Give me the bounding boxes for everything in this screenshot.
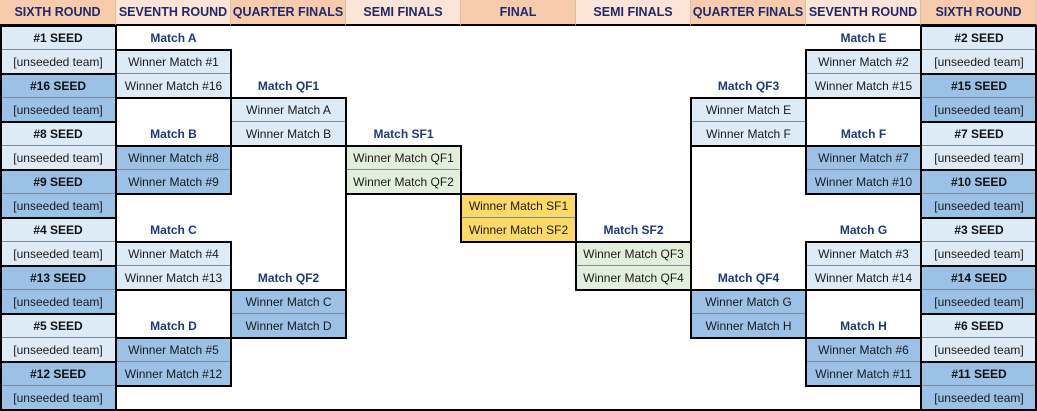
seed-slot[interactable]: #4 SEED: [0, 218, 116, 242]
match-label: Match QF1: [257, 79, 320, 93]
winner-slot[interactable]: Winner Match A: [231, 98, 346, 122]
unseeded-team-slot[interactable]: [unseeded team]: [921, 242, 1037, 266]
unseeded-team-slot[interactable]: [unseeded team]: [0, 98, 116, 122]
seed-slot[interactable]: #13 SEED: [0, 266, 116, 290]
match-label: Match QF2: [257, 271, 320, 285]
seed-slot[interactable]: #11 SEED: [921, 362, 1037, 386]
winner-slot[interactable]: Winner Match H: [691, 314, 806, 338]
round-header: QUARTER FINALS: [691, 0, 806, 26]
winner-slot[interactable]: Winner Match #13: [116, 266, 231, 290]
unseeded-team-slot[interactable]: [unseeded team]: [921, 98, 1037, 122]
seed-slot[interactable]: #5 SEED: [0, 314, 116, 338]
winner-slot[interactable]: Winner Match #2: [806, 50, 921, 74]
winner-slot[interactable]: Winner Match C: [231, 290, 346, 314]
match-label: Match SF1: [373, 127, 434, 141]
unseeded-team-slot[interactable]: [unseeded team]: [0, 386, 116, 410]
bracket-connector: [230, 290, 232, 338]
winner-slot[interactable]: Winner Match QF3: [576, 242, 691, 266]
winner-slot[interactable]: Winner Match #1: [116, 50, 231, 74]
bracket-connector: [805, 290, 807, 338]
seed-slot[interactable]: #9 SEED: [0, 170, 116, 194]
match-label: Match G: [839, 223, 888, 237]
winner-slot[interactable]: Winner Match #8: [116, 146, 231, 170]
winner-slot[interactable]: Winner Match D: [231, 314, 346, 338]
unseeded-team-slot[interactable]: [unseeded team]: [0, 194, 116, 218]
seed-slot[interactable]: #12 SEED: [0, 362, 116, 386]
winner-slot[interactable]: Winner Match #9: [116, 170, 231, 194]
winner-slot[interactable]: Winner Match #10: [806, 170, 921, 194]
winner-slot[interactable]: Winner Match #15: [806, 74, 921, 98]
unseeded-team-slot[interactable]: [unseeded team]: [0, 290, 116, 314]
round-header: SEMI FINALS: [346, 0, 461, 26]
winner-slot[interactable]: Winner Match #4: [116, 242, 231, 266]
match-label: Match QF3: [717, 79, 780, 93]
match-label: Match H: [840, 319, 887, 333]
match-label: Match C: [150, 223, 197, 237]
bracket-connector: [345, 146, 347, 290]
match-label: Match D: [150, 319, 197, 333]
match-label: Match SF2: [603, 223, 664, 237]
winner-slot[interactable]: Winner Match B: [231, 122, 346, 146]
unseeded-team-slot[interactable]: [unseeded team]: [921, 290, 1037, 314]
seed-slot[interactable]: #10 SEED: [921, 170, 1037, 194]
seed-slot[interactable]: #6 SEED: [921, 314, 1037, 338]
winner-slot[interactable]: Winner Match QF4: [576, 266, 691, 290]
winner-slot[interactable]: Winner Match #11: [806, 362, 921, 386]
seed-slot[interactable]: #14 SEED: [921, 266, 1037, 290]
bracket-connector: [1035, 26, 1037, 410]
winner-slot[interactable]: Winner Match #3: [806, 242, 921, 266]
unseeded-team-slot[interactable]: [unseeded team]: [0, 338, 116, 362]
unseeded-team-slot[interactable]: [unseeded team]: [921, 194, 1037, 218]
final-slot[interactable]: Winner Match SF1: [461, 194, 576, 218]
winner-slot[interactable]: Winner Match #14: [806, 266, 921, 290]
match-label: Match B: [150, 127, 197, 141]
winner-slot[interactable]: Winner Match #12: [116, 362, 231, 386]
unseeded-team-slot[interactable]: [unseeded team]: [0, 242, 116, 266]
bracket-connector: [690, 146, 692, 290]
seed-slot[interactable]: #7 SEED: [921, 122, 1037, 146]
round-header: QUARTER FINALS: [231, 0, 346, 26]
match-label: Match E: [840, 31, 887, 45]
unseeded-team-slot[interactable]: [unseeded team]: [921, 386, 1037, 410]
seed-slot[interactable]: #16 SEED: [0, 74, 116, 98]
final-slot[interactable]: Winner Match SF2: [461, 218, 576, 242]
seed-slot[interactable]: #3 SEED: [921, 218, 1037, 242]
match-label: Match QF4: [717, 271, 780, 285]
match-label: Match F: [840, 127, 887, 141]
seed-slot[interactable]: #1 SEED: [0, 26, 116, 50]
winner-slot[interactable]: Winner Match QF2: [346, 170, 461, 194]
unseeded-team-slot[interactable]: [unseeded team]: [0, 50, 116, 74]
seed-slot[interactable]: #8 SEED: [0, 122, 116, 146]
unseeded-team-slot[interactable]: [unseeded team]: [921, 338, 1037, 362]
winner-slot[interactable]: Winner Match E: [691, 98, 806, 122]
winner-slot[interactable]: Winner Match #16: [116, 74, 231, 98]
bracket-connector: [0, 26, 2, 410]
round-header: SIXTH ROUND: [921, 0, 1037, 26]
winner-slot[interactable]: Winner Match G: [691, 290, 806, 314]
round-header: FINAL: [461, 0, 576, 26]
winner-slot[interactable]: Winner Match QF1: [346, 146, 461, 170]
unseeded-team-slot[interactable]: [unseeded team]: [921, 146, 1037, 170]
seed-slot[interactable]: #15 SEED: [921, 74, 1037, 98]
winner-slot[interactable]: Winner Match F: [691, 122, 806, 146]
round-header: SIXTH ROUND: [0, 0, 116, 26]
winner-slot[interactable]: Winner Match #6: [806, 338, 921, 362]
round-header: SEVENTH ROUND: [806, 0, 921, 26]
winner-slot[interactable]: Winner Match #5: [116, 338, 231, 362]
unseeded-team-slot[interactable]: [unseeded team]: [0, 146, 116, 170]
winner-slot[interactable]: Winner Match #7: [806, 146, 921, 170]
round-header: SEVENTH ROUND: [116, 0, 231, 26]
match-label: Match A: [150, 31, 197, 45]
bracket-connector: [230, 98, 232, 146]
unseeded-team-slot[interactable]: [unseeded team]: [921, 50, 1037, 74]
bracket-connector: [805, 98, 807, 146]
round-header: SEMI FINALS: [576, 0, 691, 26]
seed-slot[interactable]: #2 SEED: [921, 26, 1037, 50]
